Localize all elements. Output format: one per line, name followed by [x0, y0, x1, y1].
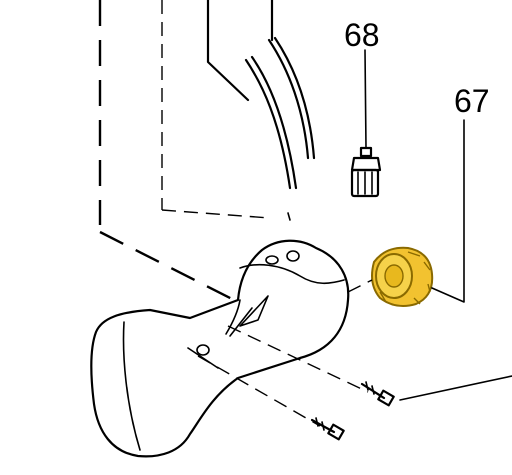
fuel-filter: [350, 49, 382, 198]
assembly-frame-lines: [98, 0, 271, 304]
callout-67: 67: [454, 83, 490, 119]
screw-lower: [310, 417, 345, 441]
fuel-cap: [371, 246, 434, 307]
leader-line-67: [431, 119, 465, 303]
callout-68: 68: [344, 17, 380, 53]
fuel-lines: [206, 0, 316, 221]
screw-upper: [360, 381, 395, 407]
leader-line-screw: [399, 375, 512, 401]
fuel-tank: [90, 239, 373, 458]
